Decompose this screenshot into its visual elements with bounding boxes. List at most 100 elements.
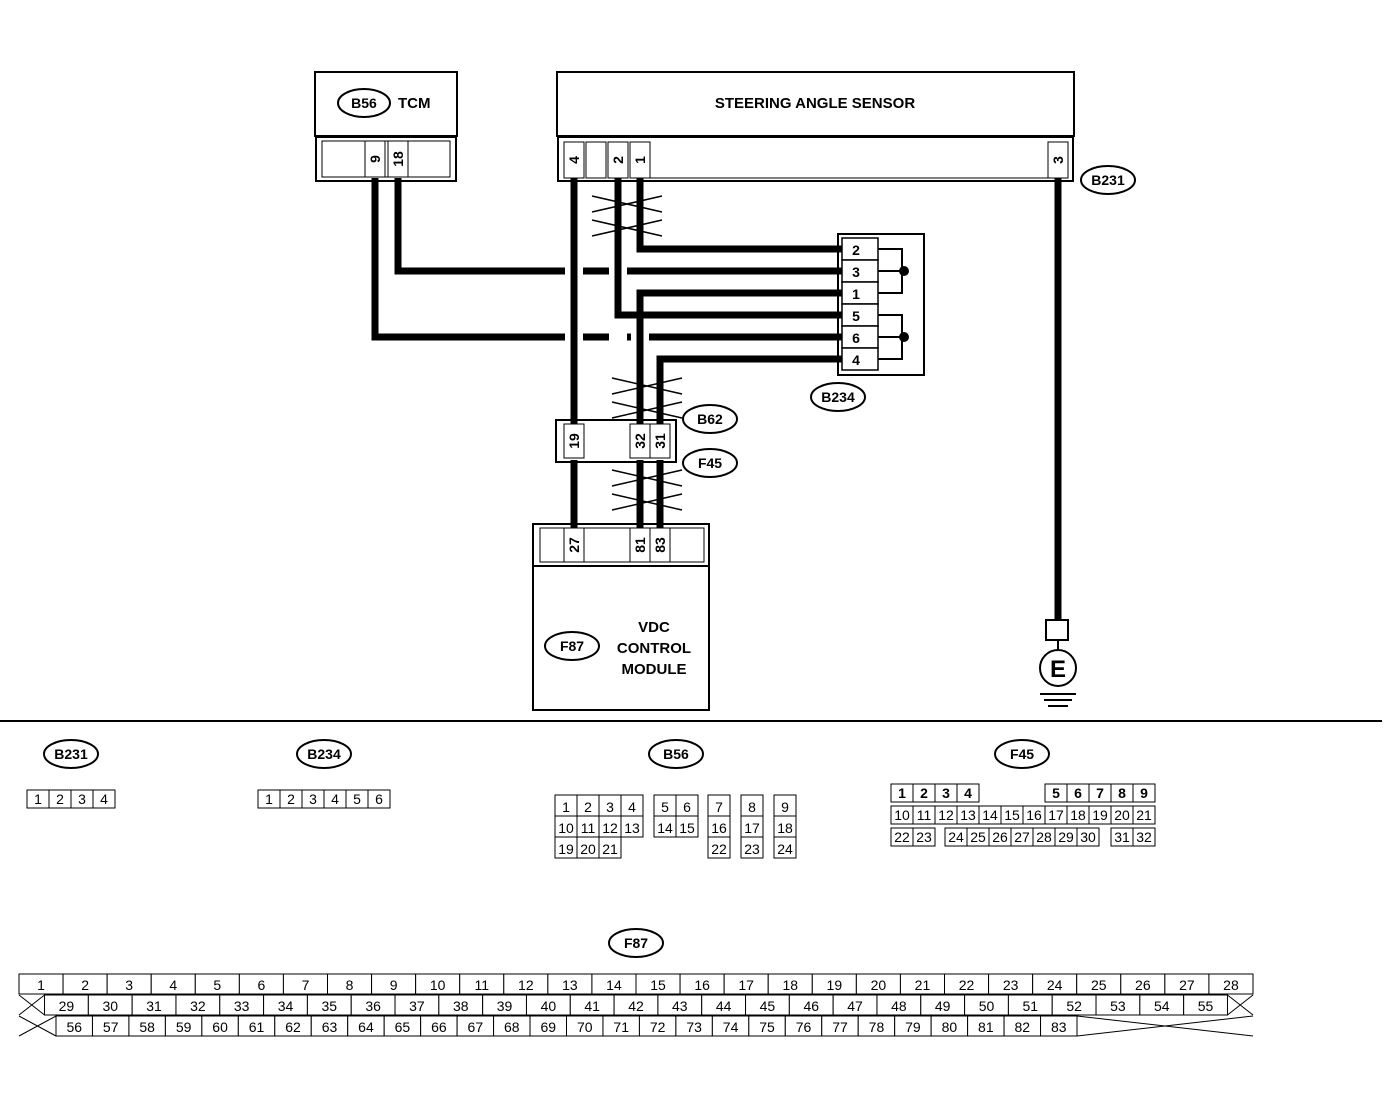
b234-view-pin-2: 2 <box>287 791 295 807</box>
f87-pin-9: 9 <box>390 977 398 993</box>
b56-pin-22: 22 <box>711 841 727 857</box>
f87-pin-83-cell <box>1040 1015 1078 1037</box>
b234-pin-1: 1 <box>852 286 860 302</box>
f87-pin-37: 37 <box>409 998 425 1014</box>
f87-pin-36: 36 <box>365 998 381 1014</box>
f45-pin-22: 22 <box>894 829 910 845</box>
f45-pin-7: 7 <box>1096 785 1104 801</box>
f45-pin-32-cell <box>1132 827 1156 847</box>
f45-pin-27: 27 <box>1014 829 1030 845</box>
f87-pin-43: 43 <box>672 998 688 1014</box>
f87-pin-72: 72 <box>650 1019 666 1035</box>
f87-pin-34: 34 <box>278 998 294 1014</box>
b56-pin-15-cell <box>675 815 699 838</box>
f87-pin-46: 46 <box>803 998 819 1014</box>
tcm-pin-18: 18 <box>390 151 406 167</box>
f87-pin-13: 13 <box>562 977 578 993</box>
f87-pin-47: 47 <box>847 998 863 1014</box>
b56-pin-2: 2 <box>584 799 592 815</box>
f45-pin-9: 9 <box>1140 785 1148 801</box>
twisted-pair-marks <box>591 195 683 511</box>
vdc-code: F87 <box>560 638 584 654</box>
f87-pin-35: 35 <box>322 998 338 1014</box>
b56-pin-16: 16 <box>711 820 727 836</box>
b56-pin-7: 7 <box>715 799 723 815</box>
f45-pin-20: 20 <box>1114 807 1130 823</box>
steering-angle-sensor: STEERING ANGLE SENSOR 4 2 1 3 B231 <box>556 71 1136 195</box>
f87-pin-12: 12 <box>518 977 534 993</box>
f87-pin-25: 25 <box>1091 977 1107 993</box>
sas-code-oval <box>1080 165 1136 195</box>
b234-pin-5: 5 <box>852 308 860 324</box>
f87-pin-16: 16 <box>694 977 710 993</box>
b56-pin-6: 6 <box>683 799 691 815</box>
f87-pin-7: 7 <box>302 977 310 993</box>
b56-pin-23-cell <box>740 836 764 859</box>
f87-pin-3: 3 <box>125 977 133 993</box>
sas-pin-4: 4 <box>566 156 582 164</box>
b234-pin-4: 4 <box>852 352 860 368</box>
b56-pin-19: 19 <box>558 841 574 857</box>
f45-pin-12: 12 <box>938 807 954 823</box>
blank-cavity <box>1076 1015 1254 1037</box>
f45-pin-6: 6 <box>1074 785 1082 801</box>
tcm-module: B56 TCM 9 18 <box>314 71 458 182</box>
b234-view-pin-4: 4 <box>331 791 339 807</box>
f87-pin-6: 6 <box>257 977 265 993</box>
ground-symbol: E <box>1039 619 1077 707</box>
f45-pin-31: 31 <box>1114 829 1130 845</box>
f45-pin-23-cell <box>912 827 936 847</box>
f87-pin-28-cell <box>1208 973 1254 995</box>
b56-pin-10: 10 <box>558 820 574 836</box>
vdc-pin-27: 27 <box>566 537 582 553</box>
f45-pin-17: 17 <box>1048 807 1064 823</box>
f45-pin-14: 14 <box>982 807 998 823</box>
b234-pin-6: 6 <box>852 330 860 346</box>
sas-pin-1: 1 <box>632 156 648 164</box>
b234-pin-3: 3 <box>852 264 860 280</box>
f87-pin-50: 50 <box>979 998 995 1014</box>
f87-view-code: F87 <box>624 935 648 951</box>
f45-pin-30-cell <box>1076 827 1100 847</box>
f87-pin-58: 58 <box>139 1019 155 1035</box>
f45-pin-15: 15 <box>1004 807 1020 823</box>
f87-pin-70: 70 <box>577 1019 593 1035</box>
f87-pin-77: 77 <box>832 1019 848 1035</box>
f87-pin-31: 31 <box>146 998 162 1014</box>
vdc-name-line1: VDC <box>638 619 670 636</box>
f87-pin-22: 22 <box>959 977 975 993</box>
f87-pin-52: 52 <box>1066 998 1082 1014</box>
vdc-control-module: 27 81 83 F87 VDC CONTROL MODULE <box>532 523 710 711</box>
b56-view-code: B56 <box>663 746 689 762</box>
f87-pin-67: 67 <box>468 1019 484 1035</box>
b56-pin-22-cell <box>707 836 731 859</box>
b62-code-oval <box>682 404 738 434</box>
b56-pin-15: 15 <box>679 820 695 836</box>
f45-pin-16: 16 <box>1026 807 1042 823</box>
vdc-code-oval <box>544 631 600 661</box>
b56-pin-11: 11 <box>581 820 596 836</box>
b231-pin-4: 4 <box>100 791 108 807</box>
wire-crossing-fix <box>570 260 644 348</box>
f45-pin-19: 19 <box>1092 807 1108 823</box>
sas-pin-2: 2 <box>610 156 626 164</box>
b234-view-pin-1: 1 <box>265 791 273 807</box>
b234-code: B234 <box>821 389 855 405</box>
wires <box>371 178 1062 620</box>
b56-pin-13: 13 <box>624 820 640 836</box>
b56-pin-14: 14 <box>657 820 673 836</box>
f45-pin-30: 30 <box>1080 829 1096 845</box>
b234-view-pin-6-cell <box>367 789 391 809</box>
f87-pin-76: 76 <box>796 1019 812 1035</box>
vdc-pin-83: 83 <box>652 537 668 553</box>
f45-pin-10: 10 <box>894 807 910 823</box>
f45-pin-32: 32 <box>1136 829 1152 845</box>
vdc-name-line3: MODULE <box>622 661 687 678</box>
f45-pin-1: 1 <box>898 785 906 801</box>
f87-pin-60: 60 <box>212 1019 228 1035</box>
